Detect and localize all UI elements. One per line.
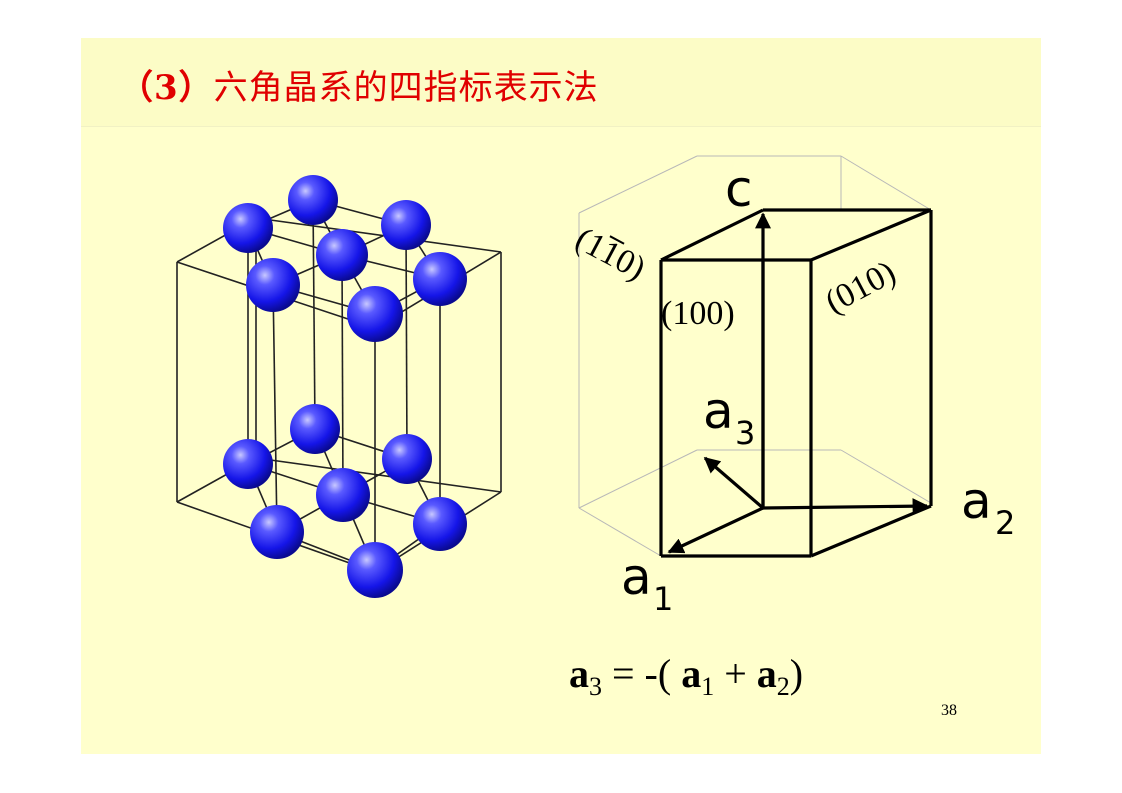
- formula-a1-sub: 1: [701, 672, 715, 701]
- title-bar: [81, 38, 1041, 127]
- plane-110-label: (1 1 0): [569, 220, 651, 287]
- atom: [288, 175, 338, 225]
- unit-cell-diagram: c a 3 a 2 a 1 (100) (010) (1 1 0): [569, 155, 1015, 618]
- atom: [246, 258, 300, 312]
- atom: [223, 439, 273, 489]
- slide: （3）六角晶系的四指标表示法: [81, 38, 1041, 754]
- plane-100-label: (100): [661, 295, 735, 332]
- a1-axis-subscript: 1: [653, 580, 673, 618]
- axis-arrows: [667, 212, 929, 554]
- formula-a3-sub: 3: [589, 672, 602, 701]
- a3-formula: a3 = -( a1 + a2): [569, 650, 804, 700]
- a2-axis-arrow: [762, 498, 929, 515]
- background-prism: [578, 155, 932, 557]
- c-axis-label: c: [725, 160, 753, 218]
- a3-axis-label: a: [703, 382, 734, 440]
- formula-a2-sub: 2: [776, 672, 790, 701]
- formula-close: ): [789, 651, 804, 696]
- atom: [316, 468, 370, 522]
- lattice-atoms: [223, 175, 467, 598]
- title-text: 六角晶系的四指标表示法: [213, 68, 599, 108]
- slide-title: （3）六角晶系的四指标表示法: [119, 60, 599, 109]
- a2-axis-subscript: 2: [995, 504, 1015, 542]
- atom: [413, 252, 467, 306]
- title-number: （3）: [119, 68, 214, 108]
- atom: [382, 434, 432, 484]
- hexagonal-lattice: [176, 199, 502, 573]
- crystal-diagrams: c a 3 a 2 a 1 (100) (010) (1 1 0): [176, 155, 1015, 618]
- a1-axis-label: a: [621, 548, 652, 606]
- atom: [250, 505, 304, 559]
- atom: [316, 229, 368, 281]
- formula-a1: a: [681, 651, 702, 696]
- formula-equals: = -(: [602, 651, 682, 696]
- bold-cell: [659, 208, 933, 558]
- a3-axis-subscript: 3: [735, 414, 755, 452]
- atom: [347, 542, 403, 598]
- atom: [347, 286, 403, 342]
- atom: [290, 404, 340, 454]
- plane-010-label: (010): [819, 254, 901, 321]
- formula-plus: +: [714, 651, 757, 696]
- formula-a2: a: [756, 651, 777, 696]
- a3-axis-arrow: [703, 456, 765, 510]
- a2-axis-label: a: [961, 472, 992, 530]
- atom: [381, 200, 431, 250]
- a1-axis-arrow: [667, 506, 764, 554]
- atom: [223, 203, 273, 253]
- atom: [413, 497, 467, 551]
- formula-a3: a: [569, 651, 589, 696]
- page-number: 38: [941, 702, 957, 719]
